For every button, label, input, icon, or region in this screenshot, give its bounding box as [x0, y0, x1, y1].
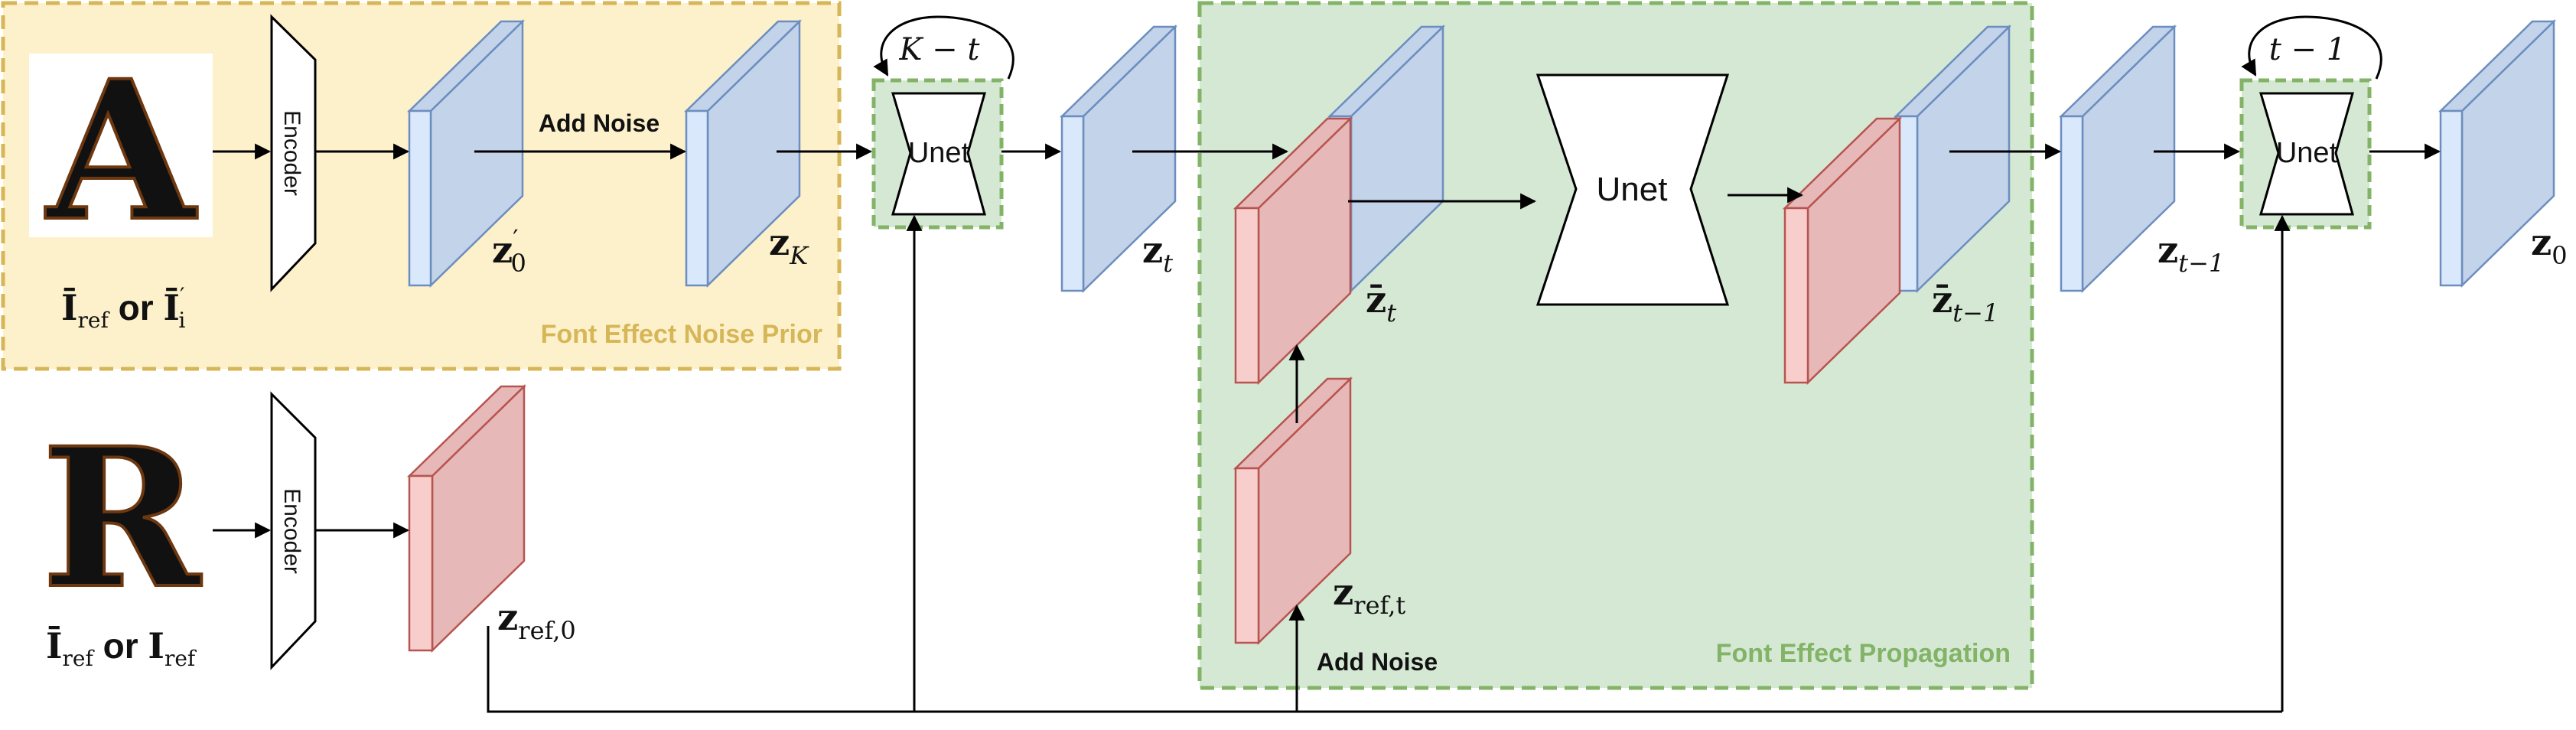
input-image-a: A	[29, 37, 213, 265]
unet-box-3: Unet t − 1	[2239, 15, 2382, 230]
svg-text:Encoder: Encoder	[279, 110, 304, 196]
encoder-top: Encoder	[270, 14, 317, 292]
label-zt: zt	[1142, 229, 1173, 278]
add-noise-label-top: Add Noise	[539, 109, 659, 137]
font-effect-propagation-title: Font Effect Propagation	[1716, 639, 2011, 668]
svg-text:Unet: Unet	[908, 137, 970, 169]
latent-zt	[1059, 24, 1178, 293]
latent-z0-prime	[406, 19, 526, 288]
latent-zref0	[406, 384, 527, 653]
latent-zK	[683, 19, 803, 288]
svg-text:Unet: Unet	[2276, 137, 2338, 169]
label-z0-prime: z′0	[492, 224, 526, 278]
label-z0: z0	[2531, 221, 2568, 270]
label-zt1: zt−1	[2158, 229, 2224, 278]
encoder-bottom: Encoder	[270, 391, 317, 670]
label-zreft: zref,t	[1333, 571, 1405, 620]
loop-label-k-minus-t: K − t	[899, 32, 981, 67]
latent-zbar-t	[1233, 116, 1353, 385]
label-zK: zK	[769, 221, 809, 270]
add-noise-label-bottom: Add Noise	[1317, 648, 1438, 676]
latent-zt1-behind	[1893, 24, 2012, 293]
arrows	[213, 143, 2441, 713]
latent-blocks	[406, 19, 2557, 653]
latent-zt1	[2058, 24, 2177, 293]
latent-zreft	[1233, 376, 1353, 645]
svg-text:Encoder: Encoder	[279, 488, 304, 574]
image-a-caption: Īref or Ī′i	[61, 283, 185, 333]
unet-large: Unet	[1536, 73, 1730, 306]
croissant-letter-a: A	[45, 38, 197, 263]
font-effect-noise-prior-title: Font Effect Noise Prior	[541, 320, 822, 349]
unet-box-1: Unet K − t	[871, 15, 1014, 230]
image-r-caption: Īref or Iref	[46, 625, 197, 671]
latent-z0	[2438, 19, 2557, 288]
label-zbar-t: z̄t	[1366, 279, 1396, 328]
input-image-r: R	[29, 404, 213, 632]
latent-zbar-t1	[1782, 116, 1903, 385]
croissant-letter-r: R	[41, 406, 202, 631]
label-zbar-t1: z̄t−1	[1932, 279, 1998, 328]
svg-text:Unet: Unet	[1597, 171, 1668, 208]
loop-label-t-minus-1: t − 1	[2269, 32, 2346, 67]
label-zref0: zref,0	[497, 596, 576, 645]
latent-labels: z′0 zK zt z̄t z̄t−1 zt−1 z0 zref,0 zref,…	[492, 221, 2568, 645]
